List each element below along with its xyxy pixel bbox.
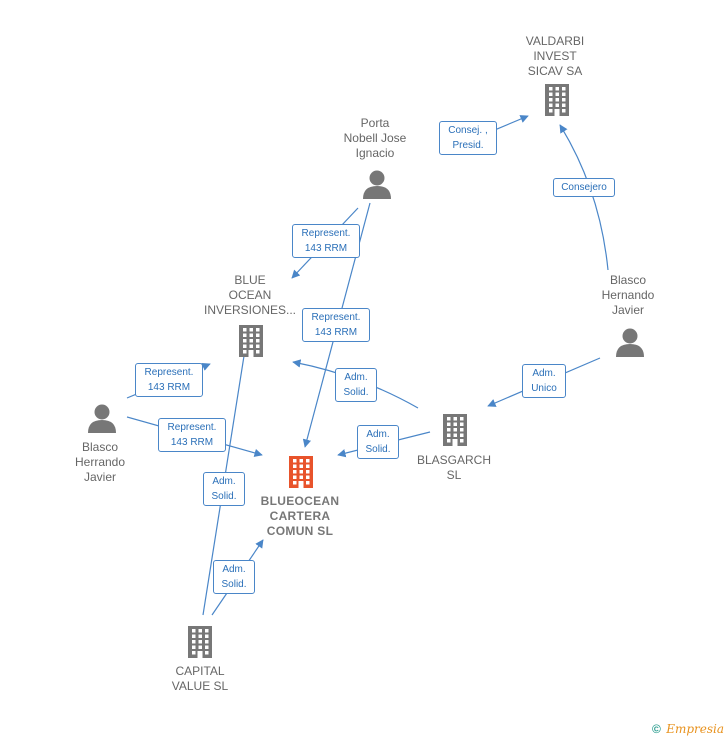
edge-label-e11[interactable]: Adm. Solid.	[213, 560, 255, 594]
copyright-icon: ©	[652, 722, 661, 736]
edge-label-e7[interactable]: Represent. 143 RRM	[135, 363, 203, 397]
node-label-blasco-left[interactable]: Blasco Herrando Javier	[74, 440, 126, 484]
building-icon-blueocean-cartera[interactable]	[289, 456, 313, 488]
edge-label-e4[interactable]: Represent. 143 RRM	[302, 308, 370, 342]
node-label-blueocean-cartera[interactable]: BLUEOCEAN CARTERA COMUN SL	[260, 494, 340, 538]
edge-label-e5[interactable]: Adm. Unico	[522, 364, 566, 398]
edge-label-e8[interactable]: Represent. 143 RRM	[158, 418, 226, 452]
node-label-blasco-right[interactable]: Blasco Hernando Javier	[601, 273, 655, 317]
edge-label-e2[interactable]: Consejero	[553, 178, 615, 197]
person-icon-blasco-left[interactable]	[88, 404, 116, 434]
node-label-capital-value[interactable]: CAPITAL VALUE SL	[171, 664, 229, 693]
building-icon-blasgarch[interactable]	[443, 414, 467, 446]
node-label-blasgarch[interactable]: BLASGARCH SL	[416, 453, 492, 482]
edge-line-e2	[559, 124, 609, 271]
icons-layer	[88, 84, 644, 658]
footer: © Empresia	[652, 722, 724, 736]
node-label-blue-ocean-inversiones[interactable]: BLUE OCEAN INVERSIONES...	[203, 273, 297, 317]
brand-logo: Empresia	[666, 722, 724, 736]
edge-label-e3[interactable]: Represent. 143 RRM	[292, 224, 360, 258]
building-icon-valdarbi[interactable]	[545, 84, 569, 116]
edge-label-e6[interactable]: Adm. Solid.	[335, 368, 377, 402]
node-label-valdarbi[interactable]: VALDARBI INVEST SICAV SA	[525, 34, 585, 78]
edge-label-e9[interactable]: Adm. Solid.	[357, 425, 399, 459]
node-label-porta[interactable]: Porta Nobell Jose Ignacio	[343, 116, 407, 160]
person-icon-porta[interactable]	[363, 170, 391, 200]
edge-label-e1[interactable]: Consej. , Presid.	[439, 121, 497, 155]
building-icon-capital-value[interactable]	[188, 626, 212, 658]
person-icon-blasco-right[interactable]	[616, 328, 644, 358]
building-icon-blue-ocean-inversiones[interactable]	[239, 325, 263, 357]
edge-label-e10[interactable]: Adm. Solid.	[203, 472, 245, 506]
